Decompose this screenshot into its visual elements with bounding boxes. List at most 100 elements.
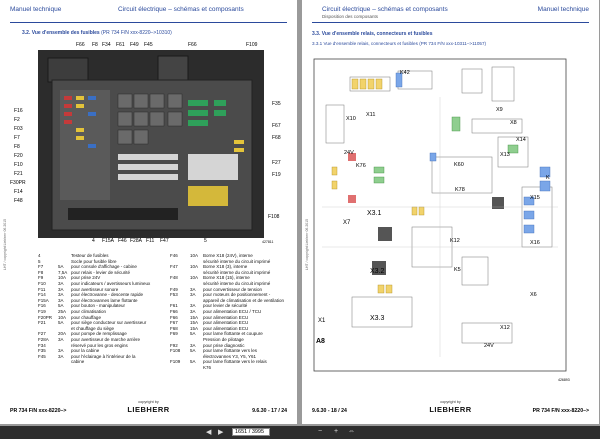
- legend-desc: pour alimentation ECU: [203, 314, 249, 320]
- legend-key: F49: [170, 286, 178, 292]
- legend-value: 3A: [190, 342, 196, 348]
- page-footer: 9.6.30 - 18 / 24 copyright by LIEBHERR P…: [312, 390, 589, 414]
- legend-value: 3A: [190, 303, 196, 309]
- legend-key: F14: [38, 292, 46, 298]
- bottom-label-6: 5: [204, 238, 207, 244]
- fit-width-icon[interactable]: ⇔: [348, 428, 355, 435]
- diagram-label-7: 24V: [344, 150, 354, 156]
- legend-desc: pour moteurs de positionnement -: [203, 292, 271, 298]
- legend-desc: pour lame flottante vers les: [203, 348, 258, 354]
- zoom-in-icon[interactable]: +: [334, 428, 339, 435]
- legend-key: F48: [170, 275, 178, 281]
- pdf-viewer-toolbar: ◀ ▶ − + ⇔: [0, 426, 600, 439]
- legend-desc: pour lame flottante et coupure: [203, 331, 263, 337]
- right-label-5: F108: [268, 214, 280, 220]
- diagram-label-1: X11: [366, 112, 376, 118]
- top-label-1: F8: [92, 42, 98, 48]
- next-page-icon[interactable]: ▶: [218, 429, 224, 436]
- top-label-3: F61: [116, 42, 125, 48]
- legend-row: sécurité interne du circuit imprimé: [170, 270, 290, 276]
- legend-row: sécurité interne du circuit imprimé: [170, 281, 290, 287]
- legend-desc: pour avertisseur de marche arrière: [71, 336, 141, 342]
- header-center: Circuit électrique – schémas et composan…: [118, 6, 244, 13]
- legend-key: F16: [38, 303, 46, 309]
- diagram-label-12: X7: [343, 220, 351, 226]
- diagram-label-23: X12: [500, 325, 510, 331]
- legend-key: F47: [170, 264, 178, 270]
- legend-desc: pour alimentation ECU: [203, 320, 249, 326]
- page-number-input[interactable]: [232, 428, 270, 436]
- legend-key: F109: [170, 359, 181, 365]
- legend-key: F9: [38, 275, 44, 281]
- legend-value: 5A: [190, 359, 196, 365]
- prev-page-icon[interactable]: ◀: [206, 429, 212, 436]
- legend-value: 3A: [58, 297, 64, 303]
- legend-value: 15A: [190, 325, 199, 331]
- legend-desc: pour la cabine: [71, 348, 100, 354]
- legend-key: F67: [170, 320, 178, 326]
- legend-row: F53 3A pour moteurs de positionnement -: [170, 292, 290, 298]
- bottom-label-3: F28A: [130, 238, 142, 244]
- diagram-label-10: X15: [530, 195, 540, 201]
- fuse-box-illustration: [38, 50, 264, 238]
- legend-key: F27: [38, 331, 46, 337]
- legend-key: 5: [38, 258, 41, 264]
- legend-key: F34: [38, 342, 46, 348]
- legend-key: F10: [38, 280, 46, 286]
- legend-value: 10A: [190, 264, 199, 270]
- bottom-label-4: F11: [146, 238, 155, 244]
- legend-desc: pour lame flottante vers le relais: [203, 359, 267, 365]
- right-label-2: F68: [272, 135, 281, 141]
- diagram-label-18: X6: [530, 292, 537, 298]
- relay-board-diagram: [313, 58, 567, 372]
- top-label-6: F66: [188, 42, 197, 48]
- diagram-label-0: X10: [346, 116, 356, 122]
- legend-desc: pour prise 24V: [71, 275, 101, 281]
- right-label-0: F35: [272, 101, 281, 107]
- legend-row: F109 5A pour lame flottante vers le relais: [170, 359, 290, 365]
- left-label-8: F30PR: [10, 180, 26, 186]
- legend-key: F35: [38, 348, 46, 354]
- liebherr-logo: LIEBHERR: [127, 405, 170, 414]
- legend-row: F66 15A pour alimentation ECU: [170, 315, 290, 321]
- diagram-ref: 426893: [558, 378, 570, 382]
- legend-desc: pour électrovanne - descente rapide: [71, 292, 144, 298]
- diagram-label-13: X3.1: [367, 210, 382, 217]
- footer-left: 9.6.30 - 18 / 24: [312, 408, 347, 414]
- legend-desc: Borne X18 (3), interne: [203, 264, 248, 270]
- legend-desc: Testeur de fusibles: [71, 253, 109, 258]
- legend-desc: réservé pour les gros engins: [71, 342, 128, 348]
- left-label-10: F48: [14, 198, 23, 204]
- legend-desc: K76: [203, 364, 212, 370]
- legend-value: 3A: [58, 280, 64, 286]
- footer-left: PR 734 F/N xxx-8220–>: [10, 408, 67, 414]
- section-title-text: 3.2. Vue d'ensemble des fusibles: [22, 30, 100, 36]
- legend-value: 3A: [190, 292, 196, 298]
- legend-value: 20A: [58, 331, 67, 337]
- legend-value: 5A: [58, 264, 64, 270]
- fuse-box-photo: [38, 50, 264, 238]
- legend-row: Pression de pilotage: [170, 337, 290, 343]
- legend-value: 15A: [190, 314, 199, 320]
- legend-key: F68: [170, 325, 178, 331]
- legend-key: F66: [170, 314, 178, 320]
- legend-value: 15A: [190, 320, 199, 326]
- legend-value: 10A: [190, 253, 199, 258]
- bottom-label-5: F47: [160, 238, 169, 244]
- diagram-label-6: X13: [500, 152, 510, 158]
- legend-key: F53: [170, 292, 178, 298]
- photo-ref: 427811: [262, 240, 274, 244]
- top-label-4: F49: [130, 42, 139, 48]
- legend-key: F92: [170, 342, 178, 348]
- zoom-out-icon[interactable]: −: [318, 428, 323, 435]
- legend-desc: pour siège conducteur sur avertisseur: [71, 320, 147, 326]
